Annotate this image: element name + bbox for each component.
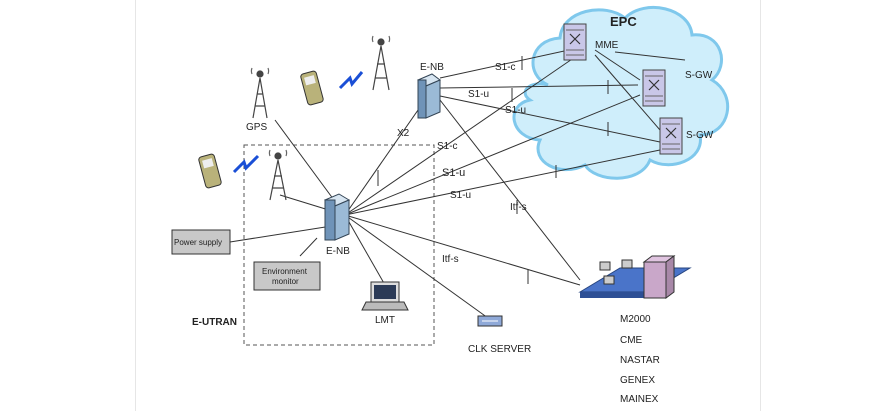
mobile-phone-icon bbox=[198, 153, 222, 189]
right-border-rule bbox=[760, 0, 761, 411]
link-tick-marks bbox=[377, 56, 609, 284]
s1c-top-label: S1-c bbox=[495, 62, 516, 73]
radio-wave-icon bbox=[232, 154, 260, 174]
link-lines bbox=[229, 47, 686, 319]
oss-tool-nastar: NASTAR bbox=[620, 355, 660, 366]
s1u-top-label-b: S1-u bbox=[505, 105, 526, 116]
mme-label: MME bbox=[595, 40, 619, 51]
sgw-label-2: S-GW bbox=[686, 130, 714, 141]
enb-main-label: E-NB bbox=[326, 246, 350, 257]
oss-tool-mainex: MAINEX bbox=[620, 394, 659, 405]
x2-label: X2 bbox=[397, 128, 410, 139]
oss-tool-genex: GENEX bbox=[620, 375, 655, 386]
gps-label: GPS bbox=[246, 122, 267, 133]
env-monitor-label-1: Environment bbox=[262, 267, 308, 276]
power-supply-label: Power supply bbox=[174, 238, 222, 247]
eutran-boundary bbox=[243, 144, 435, 346]
network-platform-icon bbox=[578, 255, 692, 299]
antenna-tower-icon bbox=[250, 67, 270, 119]
base-station-icon bbox=[417, 73, 441, 119]
radio-wave-icon bbox=[338, 71, 364, 90]
s1u-main-label-a: S1-u bbox=[442, 167, 465, 179]
core-server-icon bbox=[642, 69, 666, 107]
s1u-top-label-a: S1-u bbox=[468, 89, 489, 100]
s1c-main-label: S1-c bbox=[437, 141, 458, 152]
laptop-icon bbox=[361, 281, 409, 311]
epc-cloud bbox=[512, 5, 730, 180]
environment-monitor-box bbox=[253, 261, 321, 291]
oss-tool-cme: CME bbox=[620, 335, 643, 346]
env-monitor-label-2: monitor bbox=[272, 277, 299, 286]
antenna-tower-icon bbox=[371, 35, 391, 91]
router-icon bbox=[477, 315, 503, 327]
oss-tool-m2000: M2000 bbox=[620, 314, 651, 325]
sgw-label-1: S-GW bbox=[685, 70, 713, 81]
power-supply-box bbox=[171, 229, 231, 255]
mobile-phone-icon bbox=[300, 70, 324, 106]
enb-top-label: E-NB bbox=[420, 62, 444, 73]
left-border-rule bbox=[135, 0, 136, 411]
core-server-icon bbox=[563, 23, 587, 61]
antenna-tower-icon bbox=[268, 149, 288, 201]
itf-s-lower-label: Itf-s bbox=[442, 254, 459, 265]
core-server-icon bbox=[659, 117, 683, 155]
itf-s-upper-label: Itf-s bbox=[510, 202, 527, 213]
s1u-main-label-b: S1-u bbox=[450, 190, 471, 201]
lmt-label: LMT bbox=[375, 315, 395, 326]
eutran-label: E-UTRAN bbox=[192, 317, 237, 328]
epc-label: EPC bbox=[610, 14, 637, 29]
base-station-icon bbox=[323, 193, 351, 241]
clk-server-label: CLK SERVER bbox=[468, 344, 531, 355]
